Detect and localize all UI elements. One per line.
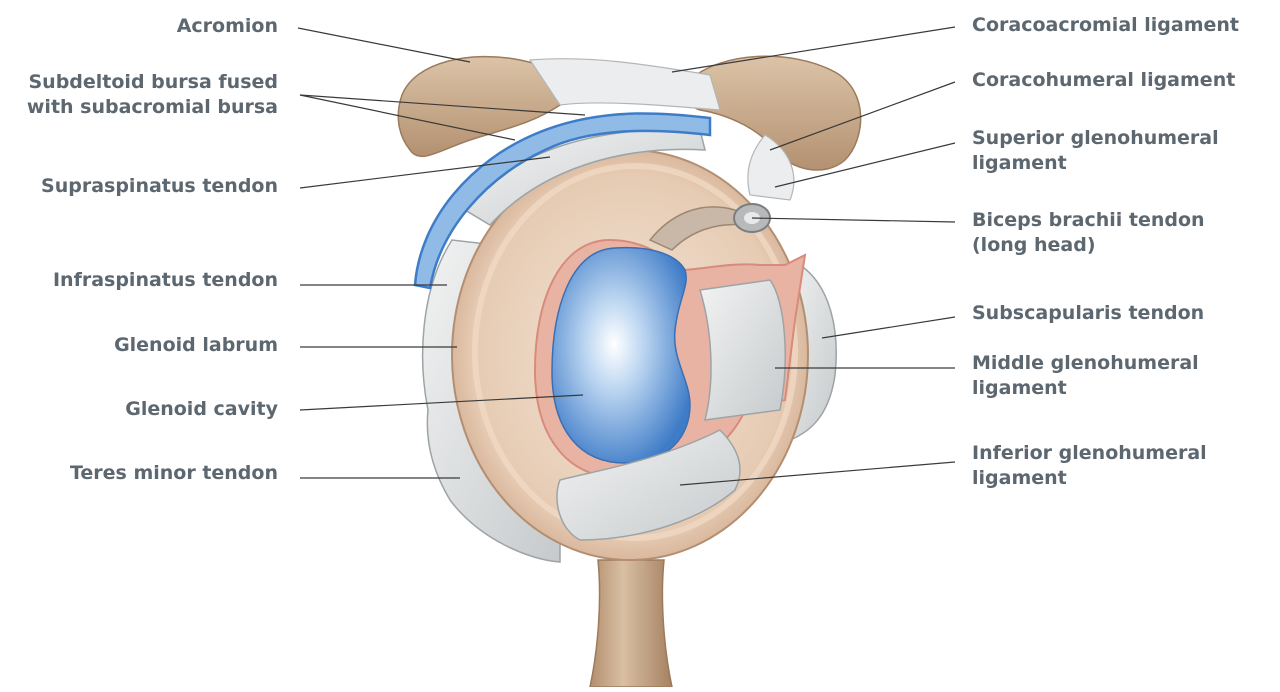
label-middle-glenohumeral-ligament: Middle glenohumeral ligament [972, 351, 1199, 401]
leader-biceps [752, 218, 955, 222]
label-inferior-glenohumeral-ligament: Inferior glenohumeral ligament [972, 441, 1207, 491]
leader-subscapularis [822, 317, 955, 338]
glenoid-cavity-shape [552, 248, 690, 463]
label-acromion: Acromion [177, 14, 278, 39]
label-infraspinatus-tendon: Infraspinatus tendon [53, 268, 278, 293]
label-glenoid-labrum: Glenoid labrum [114, 333, 278, 358]
label-subscapularis-tendon: Subscapularis tendon [972, 301, 1204, 326]
label-glenoid-cavity: Glenoid cavity [125, 397, 278, 422]
middle-gh-ligament-shape [700, 280, 785, 420]
label-supraspinatus-tendon: Supraspinatus tendon [41, 174, 278, 199]
label-superior-glenohumeral-ligament: Superior glenohumeral ligament [972, 126, 1219, 176]
label-coracohumeral-ligament: Coracohumeral ligament [972, 68, 1235, 93]
coracoacromial-ligament-shape [530, 59, 720, 110]
label-subdeltoid-bursa: Subdeltoid bursa fused with subacromial … [27, 70, 278, 120]
label-biceps-brachii-tendon: Biceps brachii tendon (long head) [972, 208, 1205, 258]
label-teres-minor-tendon: Teres minor tendon [70, 461, 278, 486]
leader-acromion [298, 28, 470, 62]
humerus-shaft [590, 560, 672, 687]
label-coracoacromial-ligament: Coracoacromial ligament [972, 13, 1239, 38]
